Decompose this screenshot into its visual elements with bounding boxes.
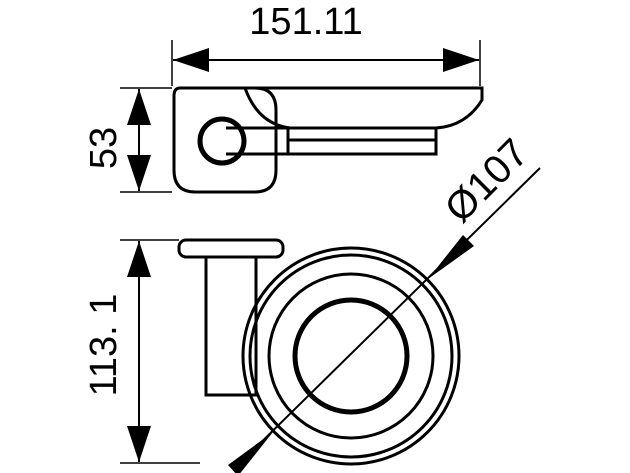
height-top-dimension: 53 xyxy=(83,87,172,193)
dish-base xyxy=(288,138,438,156)
dish-outer-ring xyxy=(241,246,461,466)
bottom-front-view xyxy=(177,238,461,466)
arm xyxy=(226,126,290,156)
top-side-view xyxy=(172,86,484,194)
dish-inner-ring xyxy=(248,253,454,459)
diameter-arrow-lower xyxy=(228,432,273,473)
height-bottom-label: 113. 1 xyxy=(83,294,125,397)
diameter-arrow-upper xyxy=(428,235,474,279)
dish-center-ring xyxy=(292,297,410,415)
dish-bowl xyxy=(243,87,436,130)
width-label: 151.11 xyxy=(249,1,362,43)
diameter-line xyxy=(240,167,541,463)
knob xyxy=(197,116,247,166)
dish-middle-ring xyxy=(267,272,435,440)
dish-rim xyxy=(245,86,484,130)
height-bottom-dimension: 113. 1 xyxy=(83,239,200,464)
height-top-label: 53 xyxy=(83,127,125,169)
wall-plate-outline xyxy=(172,86,278,194)
cap xyxy=(177,238,285,259)
width-dimension: 151.11 xyxy=(171,1,481,86)
diameter-label: Ø107 xyxy=(437,131,537,231)
